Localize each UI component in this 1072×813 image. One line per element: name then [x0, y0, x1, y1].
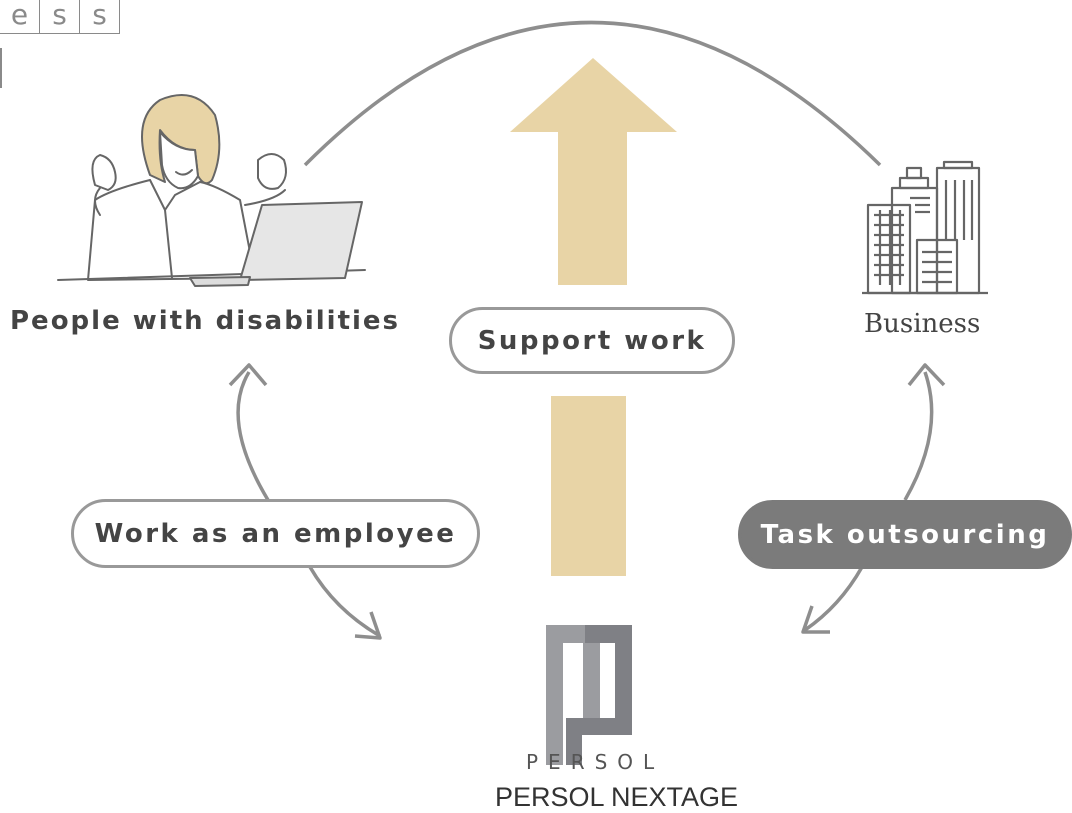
buildings-icon	[862, 160, 988, 295]
left-arrowhead-down	[354, 611, 382, 640]
corner-letter: s	[80, 0, 120, 34]
pill-work-as-employee-label: Work as an employee	[94, 518, 457, 549]
pill-task-outsourcing: Task outsourcing	[738, 500, 1072, 569]
pill-task-outsourcing-label: Task outsourcing	[760, 519, 1050, 550]
top-arc	[303, 20, 882, 167]
left-arrowhead-up	[228, 363, 268, 387]
logo-wordmark: PERSOL	[526, 750, 665, 774]
pill-support-work: Support work	[449, 307, 735, 374]
person-laptop-illustration	[57, 94, 366, 287]
support-arrow-head	[510, 58, 677, 285]
logo-company-name: PERSOL NEXTAGE	[495, 782, 739, 812]
left-arrow-lower	[308, 566, 381, 638]
support-arrow-shaft	[551, 396, 626, 576]
corner-letter: s	[40, 0, 80, 34]
corner-fragment: e s s	[0, 0, 120, 34]
pill-support-work-label: Support work	[477, 325, 707, 356]
corner-letter: e	[0, 0, 40, 34]
right-arrowhead-up	[907, 363, 946, 387]
persol-logo-mark	[546, 625, 632, 765]
right-arrow-upper	[903, 371, 934, 501]
node-label-people: People with disabilities	[10, 306, 401, 336]
node-label-business: Business	[864, 309, 981, 339]
right-arrowhead-down	[801, 605, 830, 634]
right-arrow-lower	[804, 566, 864, 632]
pill-work-as-employee: Work as an employee	[71, 499, 480, 568]
left-arrow-upper	[236, 371, 270, 501]
